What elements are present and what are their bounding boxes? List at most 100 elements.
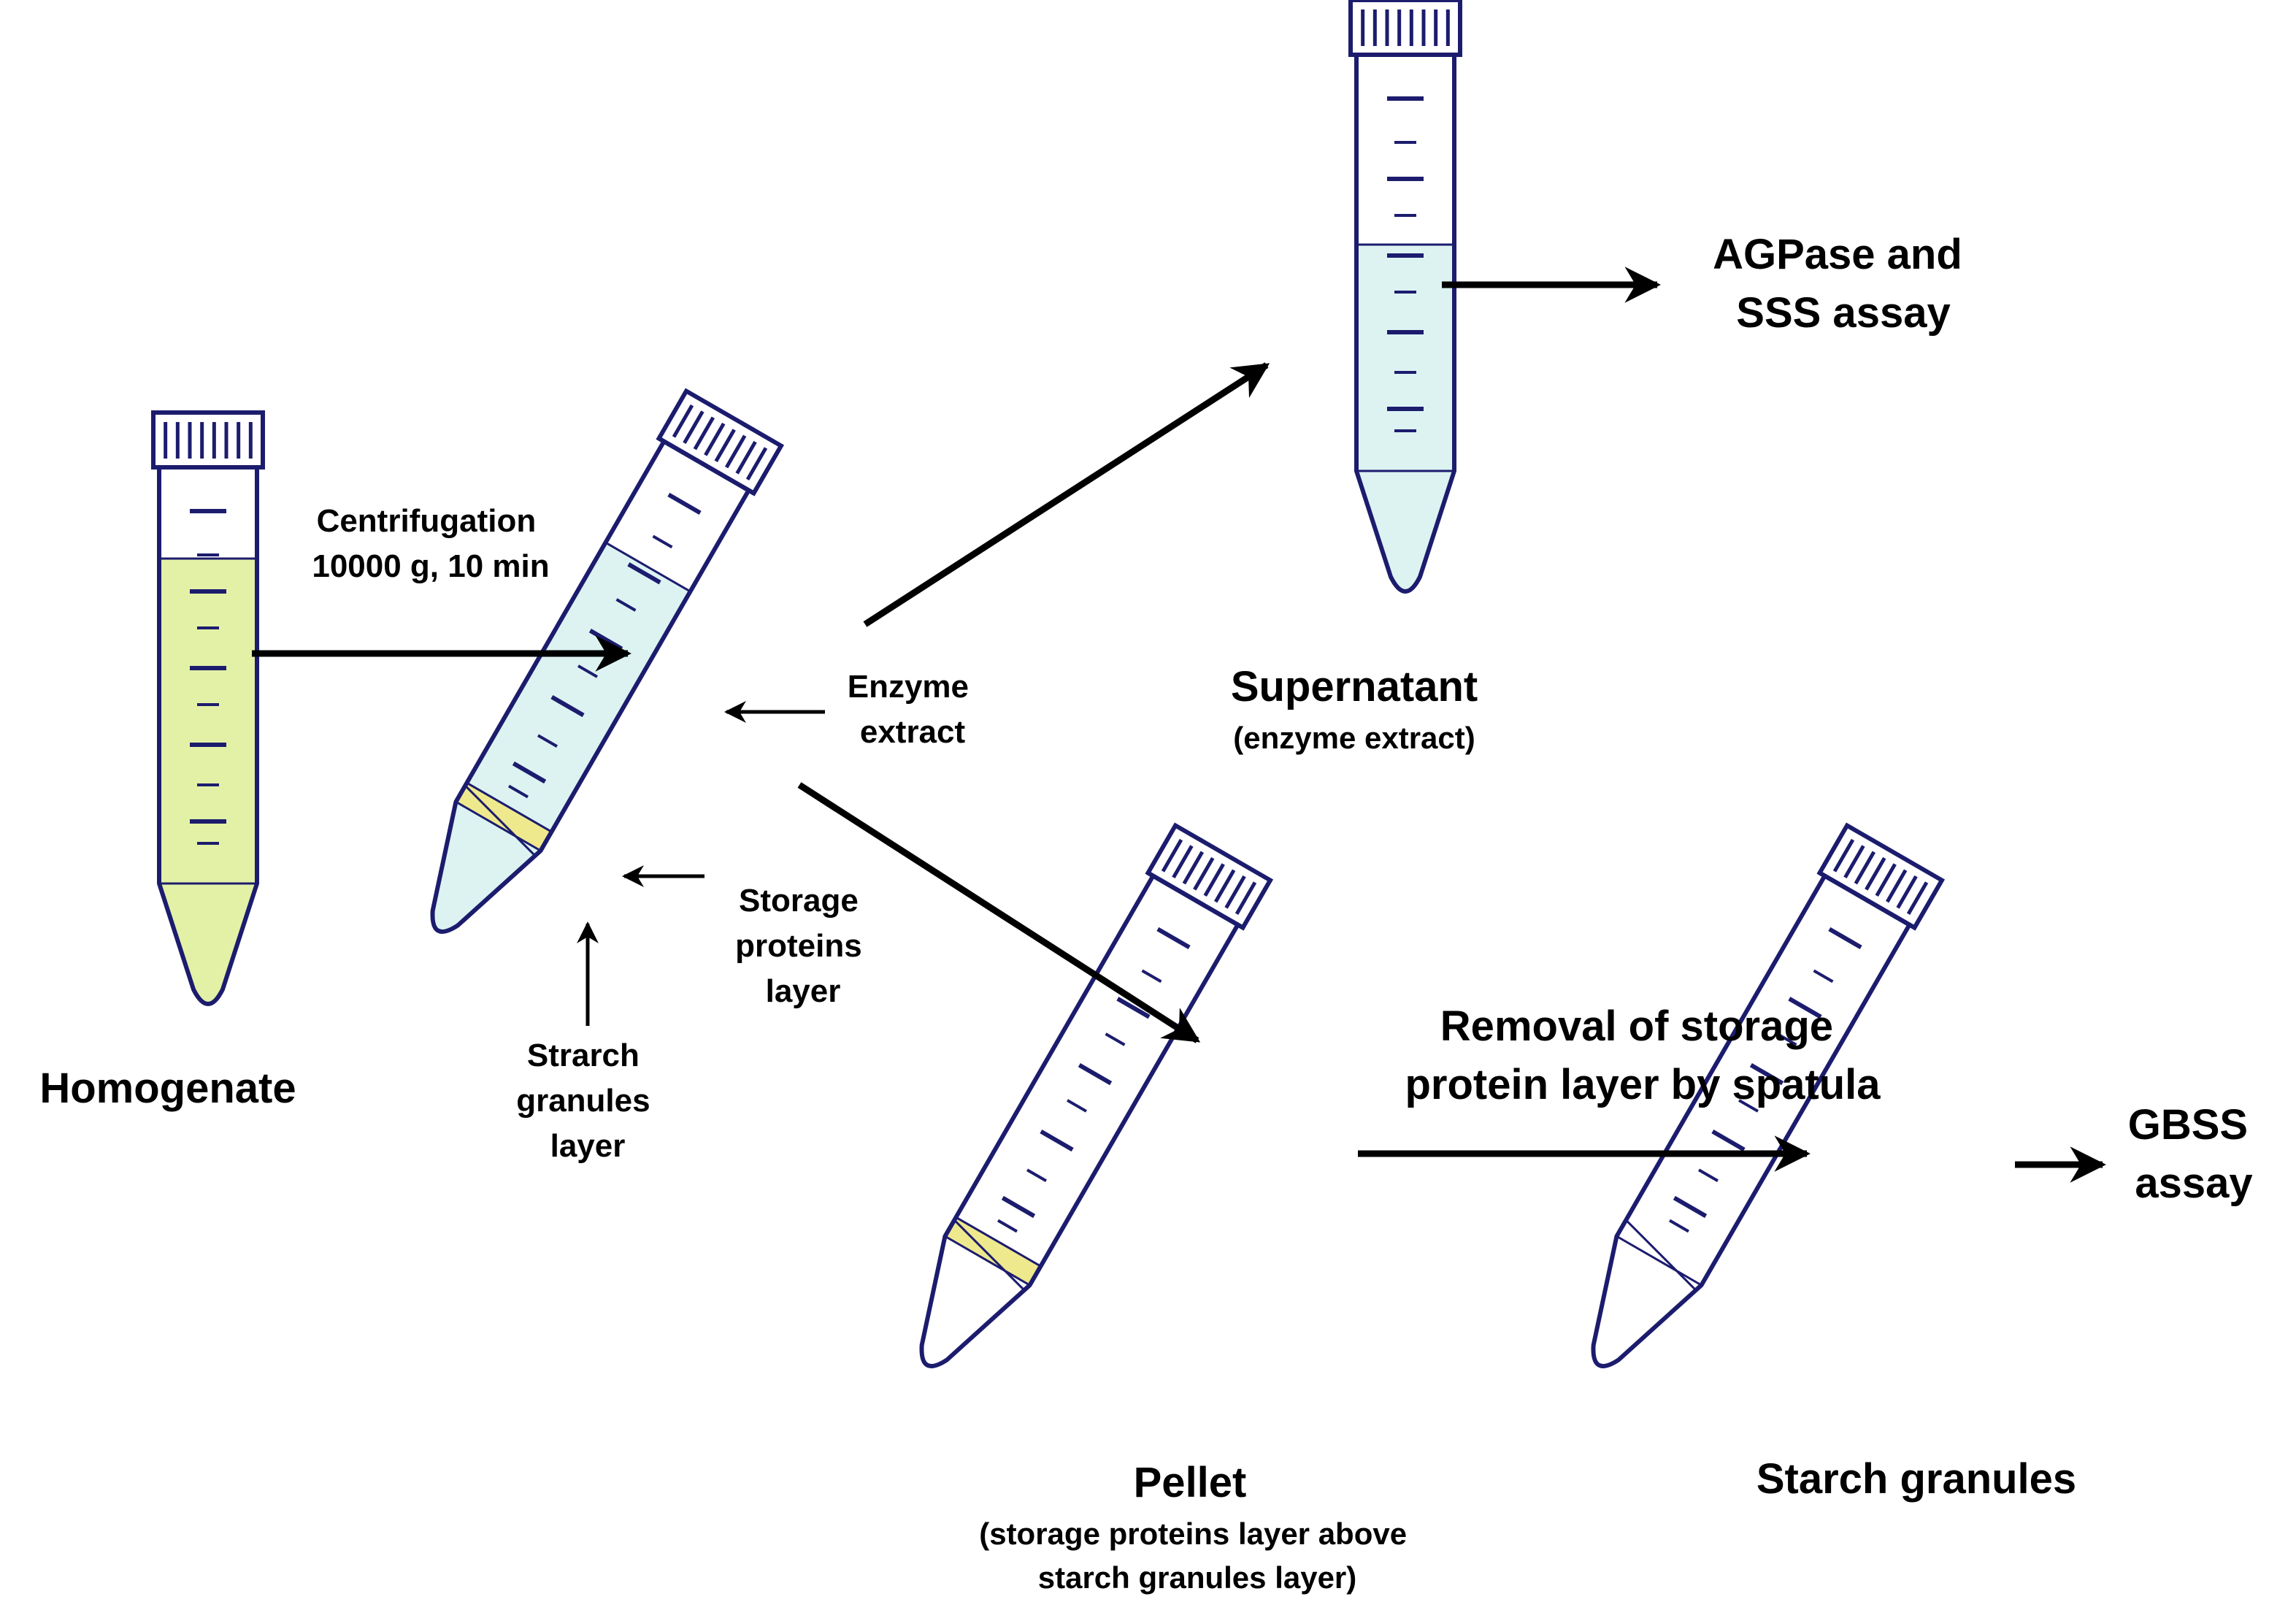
graduation-mark (537, 734, 558, 748)
cap-ridge (1172, 845, 1194, 879)
cap-ridge (724, 434, 747, 469)
tube-outline (919, 873, 1240, 1368)
label-agpase-sss-assay: AGPase and SSS assay (1713, 231, 1974, 337)
liquid-fill (1356, 245, 1454, 591)
cap-ridge (1193, 856, 1215, 891)
graduation-mark (997, 1219, 1018, 1233)
label-enzyme-extract: Enzyme extract (848, 669, 978, 750)
cap-ridge (1843, 845, 1865, 879)
cone-join (1616, 1235, 1702, 1287)
graduation-mark (627, 562, 661, 585)
tube-outline (157, 465, 259, 1006)
graduation-mark (550, 694, 585, 718)
layer-divider (954, 1220, 1026, 1292)
label-pellet-sub: (storage proteins layer above starch gra… (979, 1517, 1416, 1595)
cap-base (1147, 870, 1244, 930)
layer-divider (1626, 1220, 1697, 1292)
liquid-fill (159, 559, 257, 1004)
cap-ridge (683, 410, 704, 445)
liquid-surface (604, 541, 691, 593)
cone-join (455, 800, 542, 852)
graduation-mark (512, 761, 547, 784)
cap-ridge (1235, 881, 1257, 916)
cap-ridge (1213, 869, 1236, 903)
cap-ridge (745, 447, 768, 481)
graduation-mark (1698, 1168, 1719, 1182)
graduation-mark (1828, 927, 1862, 950)
label-pellet: Pellet (1134, 1459, 1247, 1506)
graduation-mark (1156, 927, 1191, 950)
cap-ridge (1875, 863, 1897, 897)
band-edge (955, 1216, 1042, 1268)
tube-cap (656, 388, 785, 497)
graduation-mark (1749, 1063, 1784, 1086)
cap-ridge (693, 416, 715, 451)
cap-ridge (1182, 851, 1205, 885)
cap-ridge (1865, 856, 1886, 891)
cap-ridge (704, 422, 726, 456)
tube-cap (1348, 0, 1462, 57)
storage-protein-band (945, 1217, 1041, 1286)
layer-divider (465, 786, 537, 857)
cap-ridge (735, 440, 757, 475)
graduation-mark (1026, 1168, 1047, 1182)
cap-ridge (714, 429, 736, 463)
cap-base (1819, 870, 1916, 930)
cap-base (658, 436, 755, 496)
graduation-mark (1711, 1129, 1746, 1152)
graduation-mark (1669, 1219, 1689, 1233)
graduation-mark (652, 534, 673, 549)
tube-cap (151, 410, 265, 469)
label-starch-granules: Starch granules (1756, 1455, 2076, 1503)
graduation-mark (615, 598, 637, 612)
graduation-mark (667, 492, 702, 515)
label-supernatant-sub: (enzyme extract) (1233, 721, 1475, 755)
tube-outline (1591, 873, 1912, 1368)
label-homogenate: Homogenate (39, 1065, 296, 1112)
cap-ridge (1906, 881, 1929, 916)
label-supernatant: Supernatant (1231, 663, 1478, 710)
cap-ridge (1203, 863, 1225, 897)
tube-outline (1354, 53, 1456, 594)
tube-outline (430, 439, 751, 934)
tube-cap (1145, 822, 1274, 931)
cap-ridge (1896, 875, 1918, 909)
graduation-mark (1141, 969, 1162, 984)
tube-cap (1816, 822, 1946, 931)
band-edge (466, 781, 553, 833)
graduation-mark (1067, 1099, 1087, 1113)
graduation-mark (1776, 1032, 1797, 1046)
liquid-fill (432, 543, 691, 932)
graduation-mark (1738, 1099, 1759, 1113)
graduation-mark (1001, 1195, 1036, 1219)
homogenate-tube (151, 410, 265, 1006)
label-gbss-assay: GBSS assay (2128, 1101, 2260, 1207)
label-removal-step: Removal of storage protein layer by spat… (1405, 1003, 1881, 1108)
cone-join (944, 1235, 1031, 1287)
graduation-mark (1105, 1032, 1126, 1046)
cap-ridge (1885, 869, 1908, 903)
graduation-mark (1040, 1129, 1074, 1152)
cap-ridge (672, 404, 694, 438)
graduation-mark (1788, 997, 1822, 1019)
cap-ridge (1854, 851, 1876, 885)
label-starch-granules-layer: Strarch granules layer (516, 1038, 659, 1164)
starch-granules-tube (1591, 822, 1946, 1368)
arrow-to-supernatant (863, 362, 1270, 627)
graduation-mark (1673, 1195, 1708, 1219)
centrifuged-tube (430, 388, 785, 934)
label-storage-proteins-layer: Storage proteins layer (735, 883, 871, 1009)
cap-ridge (1832, 838, 1855, 873)
graduation-mark (508, 784, 529, 799)
graduation-mark (577, 664, 598, 678)
arrow-to-pellet (797, 782, 1201, 1043)
cap-ridge (1161, 838, 1183, 873)
supernatant-tube (1348, 0, 1462, 594)
pellet-tube (919, 822, 1274, 1368)
label-centrifugation: Centrifugation 10000 g, 10 min (312, 503, 549, 584)
graduation-mark (1078, 1063, 1113, 1086)
cap-ridge (1224, 875, 1246, 909)
graduation-mark (1813, 969, 1834, 984)
graduation-mark (1116, 997, 1151, 1019)
